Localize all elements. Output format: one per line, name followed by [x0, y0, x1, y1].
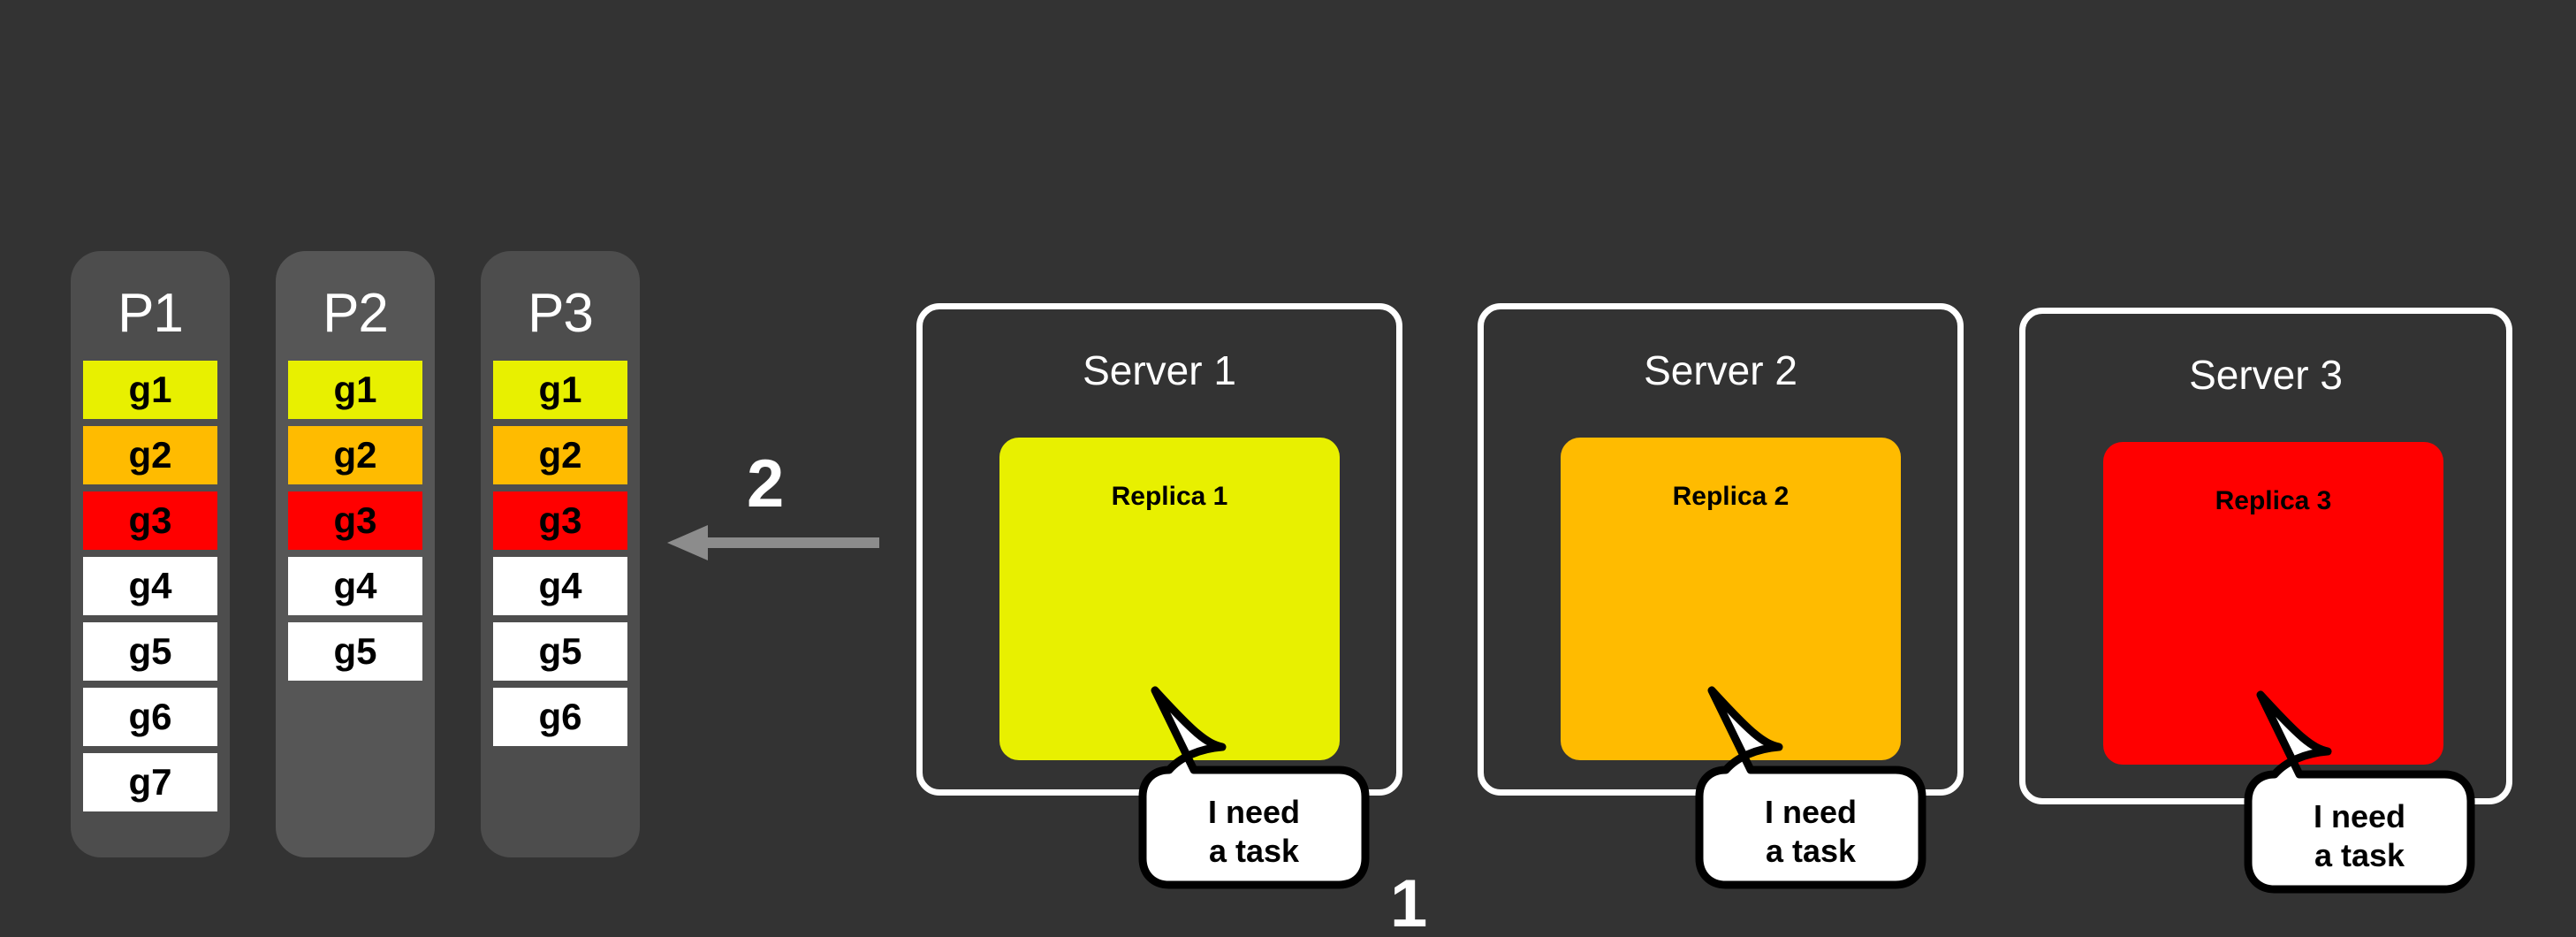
task-label: g7	[128, 761, 172, 803]
server-box-2[interactable]: Server 2 Replica 2	[1478, 303, 1964, 796]
task-cell[interactable]: g4	[83, 557, 217, 615]
speech-bubble-shape	[2244, 690, 2475, 894]
task-cell[interactable]: g1	[83, 361, 217, 419]
task-cell[interactable]: g6	[493, 688, 627, 746]
server-title: Server 3	[2189, 352, 2343, 398]
partition-title: P3	[528, 283, 594, 344]
replica-label: Replica 3	[2215, 486, 2332, 515]
task-label: g3	[333, 499, 377, 541]
partition-column-p2[interactable]: P2 g1 g2 g3 g4 g5	[276, 251, 435, 857]
arrow-head	[667, 525, 708, 560]
task-list: g1 g2 g3 g4 g5 g6	[481, 361, 640, 746]
replica-label: Replica 1	[1111, 482, 1228, 511]
speech-bubble-shape	[1695, 686, 1926, 889]
task-cell[interactable]: g3	[288, 491, 422, 550]
task-cell[interactable]: g4	[288, 557, 422, 615]
task-label: g6	[128, 696, 172, 737]
task-cell[interactable]: g2	[288, 426, 422, 484]
partition-title: P2	[323, 283, 389, 344]
arrow-shaft	[706, 537, 879, 548]
task-cell[interactable]: g3	[83, 491, 217, 550]
task-cell[interactable]: g5	[288, 622, 422, 681]
replica-label: Replica 2	[1672, 482, 1790, 511]
task-label: g2	[128, 434, 172, 476]
task-cell[interactable]: g7	[83, 753, 217, 811]
server-box-3[interactable]: Server 3 Replica 3	[2019, 308, 2512, 804]
server-title: Server 1	[1083, 347, 1236, 393]
partition-column-p1[interactable]: P1 g1 g2 g3 g4 g5 g6 g7	[71, 251, 230, 857]
task-label: g1	[333, 369, 377, 410]
task-label: g5	[333, 630, 377, 672]
server-box-1[interactable]: Server 1 Replica 1	[916, 303, 1402, 796]
task-cell[interactable]: g5	[83, 622, 217, 681]
task-cell[interactable]: g1	[288, 361, 422, 419]
task-label: g5	[538, 630, 582, 672]
task-cell[interactable]: g2	[493, 426, 627, 484]
partition-title: P1	[118, 283, 184, 344]
task-label: g2	[333, 434, 377, 476]
task-label: g2	[538, 434, 582, 476]
task-label: g4	[333, 565, 377, 606]
task-list: g1 g2 g3 g4 g5	[276, 361, 435, 681]
task-label: g3	[538, 499, 582, 541]
task-label: g4	[128, 565, 172, 606]
speech-bubble-shape	[1138, 686, 1370, 889]
task-list: g1 g2 g3 g4 g5 g6 g7	[71, 361, 230, 811]
step-label-2: 2	[747, 446, 785, 522]
partition-column-p3[interactable]: P3 g1 g2 g3 g4 g5 g6	[481, 251, 640, 857]
server-title: Server 2	[1644, 347, 1797, 393]
task-label: g6	[538, 696, 582, 737]
task-cell[interactable]: g5	[493, 622, 627, 681]
task-label: g3	[128, 499, 172, 541]
task-label: g1	[128, 369, 172, 410]
task-cell[interactable]: g6	[83, 688, 217, 746]
task-cell[interactable]: g2	[83, 426, 217, 484]
task-cell[interactable]: g3	[493, 491, 627, 550]
task-cell[interactable]: g1	[493, 361, 627, 419]
task-label: g4	[538, 565, 582, 606]
pull-arrow-icon	[667, 525, 879, 560]
task-label: g5	[128, 630, 172, 672]
task-label: g1	[538, 369, 582, 410]
task-cell[interactable]: g4	[493, 557, 627, 615]
step-label-1: 1	[1390, 866, 1428, 937]
